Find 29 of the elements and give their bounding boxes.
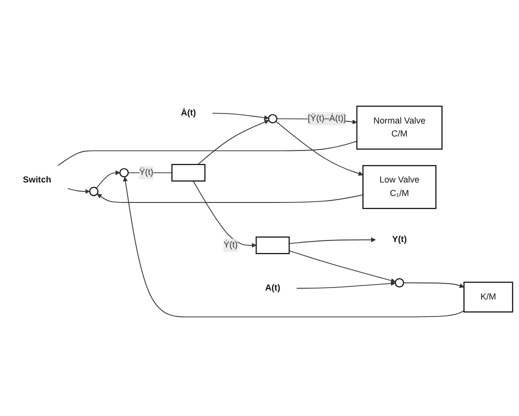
node-text: A(t) — [265, 284, 280, 294]
node-circle — [268, 114, 278, 124]
node-box: Low Valve C₁/M — [362, 165, 436, 210]
arrow — [96, 170, 120, 189]
edge-label: Ÿ(t) — [139, 168, 154, 178]
node-box — [256, 236, 290, 254]
arrow — [275, 121, 364, 176]
arrow — [198, 120, 270, 166]
arrow — [403, 282, 464, 288]
node-circle — [89, 187, 99, 196]
arrow — [212, 113, 269, 120]
node-box: K/M — [463, 282, 514, 313]
arrow — [296, 281, 396, 290]
edge-label: [Ÿ(t)–Ȧ(t)] — [308, 114, 346, 124]
node-text: Y(t) — [392, 235, 407, 245]
node-circle — [119, 168, 129, 178]
arrow — [192, 180, 256, 248]
connector — [57, 141, 358, 166]
node-text: Ȧ(t) — [180, 108, 196, 118]
edge-label: Ẏ(t) — [223, 240, 238, 250]
node-box — [171, 164, 206, 182]
node-box: Normal Valve C/M — [356, 106, 443, 150]
arrow — [288, 238, 376, 244]
node-text: Switch — [22, 176, 52, 186]
arrow — [288, 250, 396, 284]
arrow — [122, 176, 464, 318]
arrow — [96, 194, 364, 204]
node-circle — [394, 278, 404, 288]
arrow — [67, 188, 90, 194]
